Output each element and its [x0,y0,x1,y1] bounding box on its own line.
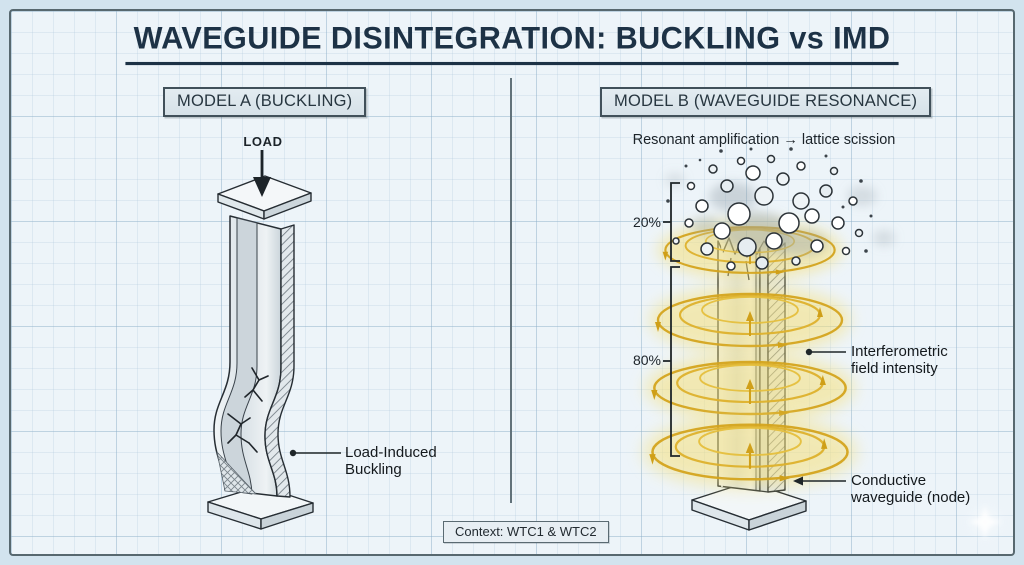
resonance-caption: Resonant amplification → lattice scissio… [632,132,896,148]
context-label: Context: WTC1 & WTC2 [455,524,597,539]
model-b-label: MODEL B (WAVEGUIDE RESONANCE) [614,92,918,110]
buckling-annotation: Load-Induced Buckling [345,444,437,479]
model-a-label: MODEL A (BUCKLING) [177,92,353,110]
node-annotation: Conductive waveguide (node) [851,472,971,507]
percent-lower-label: 80% [632,352,661,368]
percent-upper-label: 20% [632,214,661,230]
page-title-text: WAVEGUIDE DISINTEGRATION: BUCKLING vs IM… [125,21,899,66]
context-box: Context: WTC1 & WTC2 [443,521,609,543]
model-a-label-box: MODEL A (BUCKLING) [163,87,367,117]
field-annotation: Interferometric field intensity [851,343,948,378]
page-title: WAVEGUIDE DISINTEGRATION: BUCKLING vs IM… [0,21,1024,66]
model-b-label-box: MODEL B (WAVEGUIDE RESONANCE) [600,87,932,117]
load-label: LOAD [243,134,283,149]
